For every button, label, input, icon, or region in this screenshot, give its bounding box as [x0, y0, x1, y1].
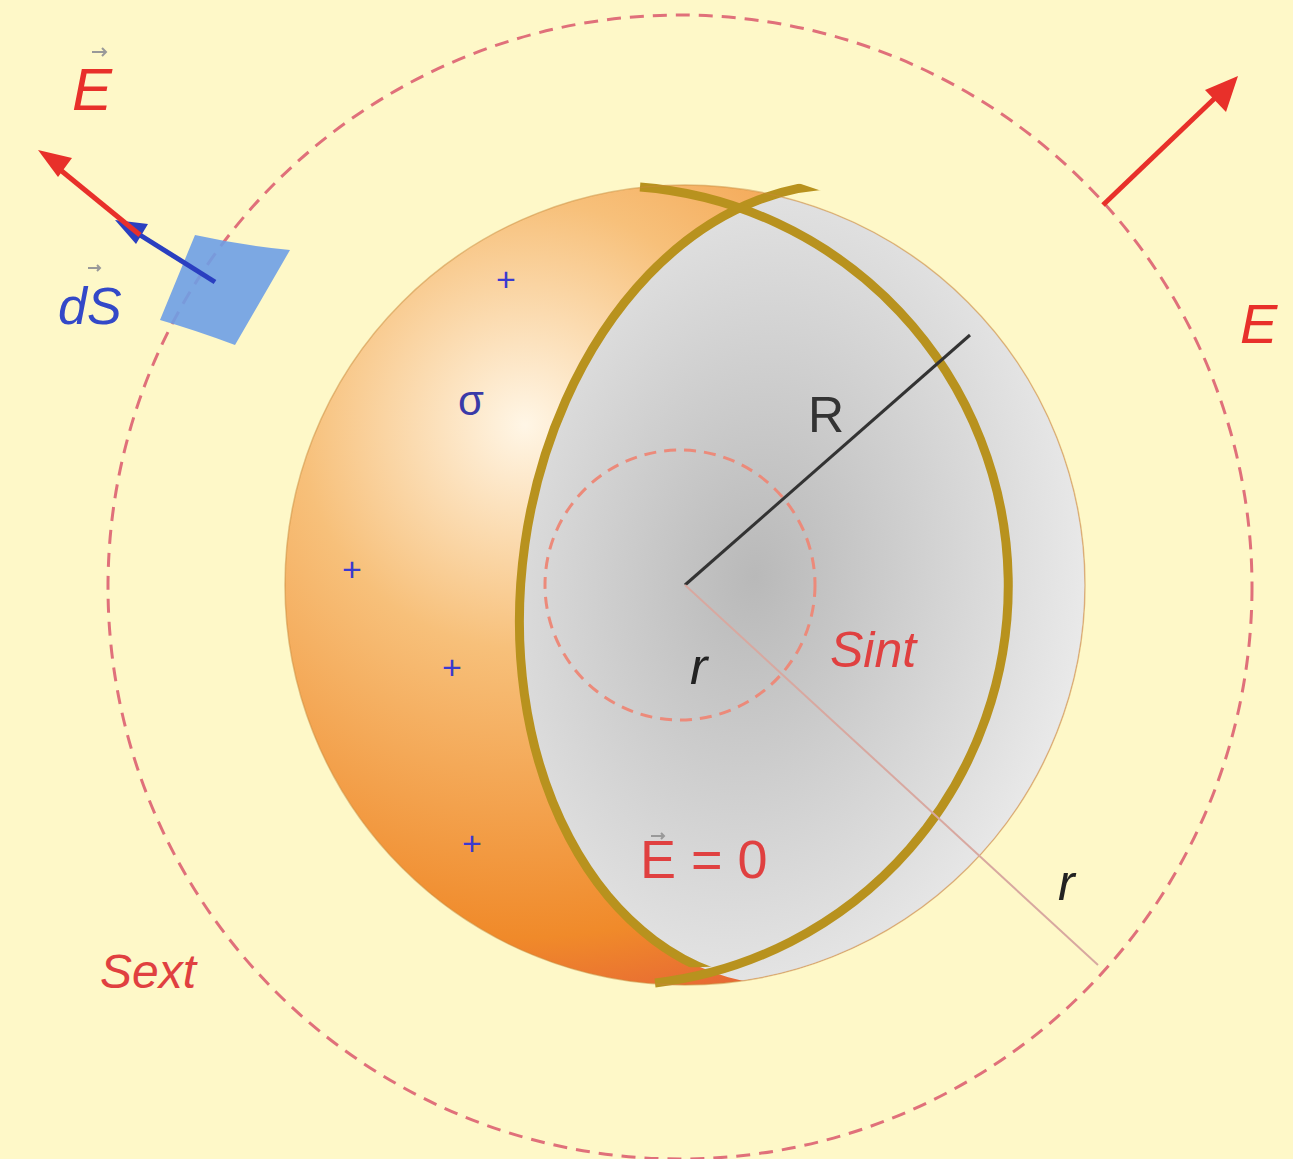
shell-rim [469, 147, 1155, 1024]
surface-label: Sint [830, 625, 916, 675]
charge-sign: + [496, 262, 516, 296]
radius-label: r [690, 640, 707, 692]
charge-sign: + [462, 826, 482, 860]
shell-rim-outer [640, 187, 1008, 983]
surface-label: Sext [100, 948, 196, 996]
radius-label: R [808, 390, 844, 440]
outer-gauss-surface [108, 15, 1252, 1159]
charge-sign: + [442, 650, 462, 684]
charge-sign: + [342, 552, 362, 586]
charge-density: σ [458, 380, 484, 422]
vector-symbol: dS [58, 280, 122, 332]
radius-r [685, 585, 1098, 965]
radius-R [685, 335, 970, 585]
E-arrowhead-left [38, 150, 72, 177]
radius-label: r [1058, 858, 1075, 908]
E-vector-left [58, 168, 140, 235]
vector-marks [88, 48, 664, 839]
surface-element [160, 235, 290, 345]
inner-gauss-surface [545, 450, 815, 720]
E-arrowhead-right [1205, 76, 1238, 112]
E-vector-right [1103, 98, 1215, 205]
dS-arrowhead [115, 220, 148, 244]
field-label: E = 0 [640, 832, 768, 886]
dS-vector [140, 235, 215, 282]
vector-symbol: E [72, 60, 112, 120]
vector-symbol: E [1240, 296, 1277, 352]
sphere-cut-face [469, 147, 1155, 1024]
